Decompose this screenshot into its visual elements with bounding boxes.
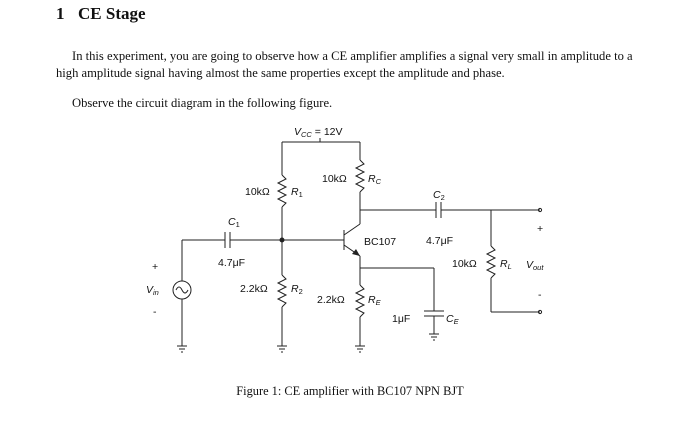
- r1-resistor: [276, 174, 288, 208]
- vout-terminal-bottom: [537, 309, 543, 315]
- ground-icon: [429, 333, 439, 341]
- intro-paragraph: In this experiment, you are going to obs…: [56, 48, 656, 82]
- ce-value-label: 1μF: [392, 313, 410, 325]
- r2-resistor: [276, 274, 288, 308]
- ground-icon: [277, 345, 287, 353]
- transistor-collector-leg: [343, 223, 361, 236]
- observe-text: Observe the circuit diagram in the follo…: [72, 96, 333, 110]
- section-title: CE Stage: [78, 4, 146, 23]
- vout-minus-label: -: [538, 289, 542, 301]
- transistor-label: BC107: [364, 236, 396, 248]
- ce-name-label: CE: [446, 313, 460, 326]
- vin-minus-label: -: [153, 306, 157, 318]
- section-number: 1: [56, 4, 65, 23]
- rl-name-label: RL: [500, 258, 512, 271]
- re-name-label: RE: [368, 294, 382, 307]
- r2-value-label: 2.2kΩ: [240, 283, 268, 295]
- vout-plus-label: +: [537, 223, 543, 235]
- vout-terminal-top: [537, 207, 543, 213]
- intro-text: In this experiment, you are going to obs…: [56, 49, 633, 80]
- ground-icon: [355, 345, 365, 353]
- rc-value-label: 10kΩ: [322, 173, 347, 185]
- vin-label: Vin: [146, 284, 159, 297]
- r2-name-label: R2: [291, 283, 303, 296]
- c1-value-label: 4.7μF: [218, 257, 245, 269]
- c1-name-label: C1: [228, 216, 240, 229]
- c2-name-label: C2: [433, 189, 445, 202]
- rc-name-label: RC: [368, 173, 382, 186]
- vin-sine-icon: [175, 286, 189, 294]
- section-heading: 1 CE Stage: [56, 4, 146, 24]
- r1-value-label: 10kΩ: [245, 186, 270, 198]
- rc-resistor: [354, 159, 366, 193]
- vout-label: Vout: [526, 259, 544, 272]
- re-value-label: 2.2kΩ: [317, 294, 345, 306]
- ground-icon: [177, 345, 187, 353]
- r1-name-label: R1: [291, 186, 303, 199]
- figure-caption: Figure 1: CE amplifier with BC107 NPN BJ…: [236, 384, 464, 398]
- rl-value-label: 10kΩ: [452, 258, 477, 270]
- c2-value-label: 4.7μF: [426, 235, 453, 247]
- rl-resistor: [485, 245, 497, 279]
- re-resistor: [354, 284, 366, 318]
- emitter-arrow: [352, 249, 360, 256]
- vin-plus-label: +: [152, 261, 158, 273]
- vcc-label: VCC = 12V: [294, 126, 343, 139]
